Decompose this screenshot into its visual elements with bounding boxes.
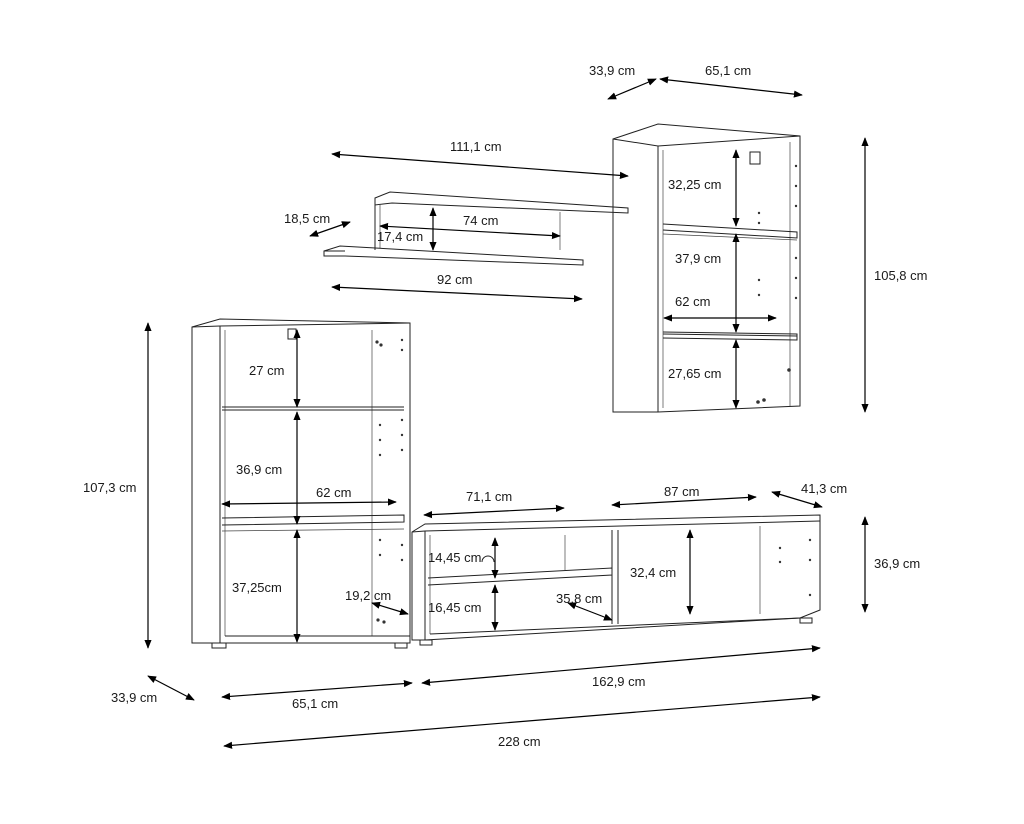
wall-cabinet-holes [756,164,798,404]
label-tv-left-width: 71,1 cm [466,489,512,504]
label-wall-gap-top: 32,25 cm [668,177,721,192]
dimension-labels: 33,9 cm 65,1 cm 105,8 cm 32,25 cm 37,9 c… [83,63,927,749]
floating-shelves [323,191,629,266]
label-tv-right-width: 87 cm [664,484,699,499]
label-tv-height: 36,9 cm [874,556,920,571]
label-tall-gap-mid: 36,9 cm [236,462,282,477]
label-tv-shelf-depth: 35,8 cm [556,591,602,606]
label-tall-shelf-width: 62 cm [316,485,351,500]
label-tv-width: 162,9 cm [592,674,645,689]
label-tall-height: 107,3 cm [83,480,136,495]
label-tv-depth: 41,3 cm [801,481,847,496]
label-tall-gap-bottom: 37,25cm [232,580,282,595]
label-wall-gap-bottom: 27,65 cm [668,366,721,381]
label-tall-width: 65,1 cm [292,696,338,711]
tv-lowboard [411,514,821,646]
label-tall-side-depth: 19,2 cm [345,588,391,603]
tv-lowboard-holes [778,538,812,597]
tall-bookcase [191,318,411,649]
label-wall-shelf-width: 62 cm [675,294,710,309]
label-shelves-span: 111,1 cm [450,139,502,154]
label-tall-depth: 33,9 cm [111,690,157,705]
tall-bookcase-holes [375,338,404,624]
label-tall-gap-top: 27 cm [249,363,284,378]
label-shelf-gap: 17,4 cm [377,229,423,244]
dimension-lines [144,76,869,749]
label-wall-width: 65,1 cm [705,63,751,78]
label-tv-gap-bottom: 16,45 cm [428,600,481,615]
label-wall-gap-mid: 37,9 cm [675,251,721,266]
label-shelf-inner-width: 74 cm [463,213,498,228]
label-wall-depth: 33,9 cm [589,63,635,78]
label-tv-gap-top: 14,45 cm [428,550,481,565]
label-shelf-lower-width: 92 cm [437,272,472,287]
label-shelf-depth: 18,5 cm [284,211,330,226]
wall-cabinet [612,123,801,413]
label-total-width: 228 cm [498,734,541,749]
label-tv-comp-height: 32,4 cm [630,565,676,580]
label-wall-height: 105,8 cm [874,268,927,283]
